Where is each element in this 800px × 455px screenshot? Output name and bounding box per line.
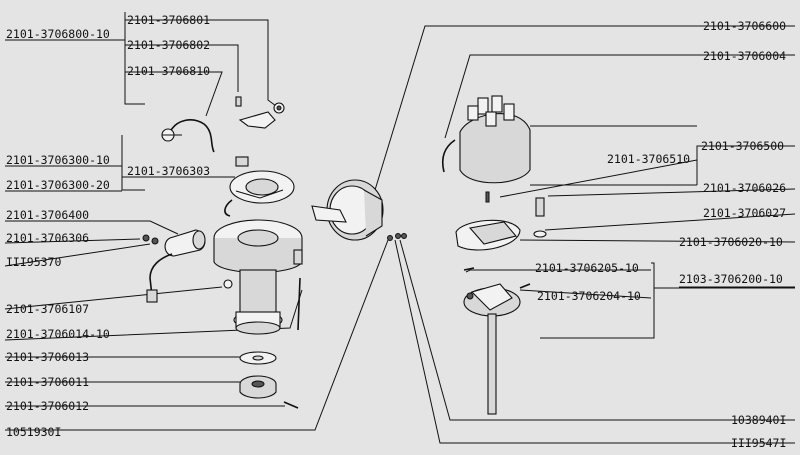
- leader-lines-left: [4, 12, 389, 431]
- label-2101-3706300-20: 2101-3706300-20: [6, 178, 110, 192]
- label-III9547I: III9547I: [731, 436, 786, 450]
- label-2103-3706200-10: 2103-3706200-10: [679, 272, 783, 286]
- label-2101-3706026: 2101-3706026: [703, 181, 786, 195]
- label-2101-3706303: 2101-3706303: [127, 164, 210, 178]
- label-2101-3706800-10: 2101-3706800-10: [6, 27, 110, 41]
- label-2101-3706204-10: 2101-3706204-10: [537, 289, 641, 303]
- label-2101-3706107: 2101-3706107: [6, 302, 89, 316]
- label-III95370: III95370: [6, 255, 61, 269]
- distributor-body-illustration: [213, 219, 303, 335]
- label-2101-3706013: 2101-3706013: [6, 350, 89, 364]
- label-1051930I: 1051930I: [6, 425, 61, 439]
- label-2101-3706020-10: 2101-3706020-10: [679, 235, 783, 249]
- label-2101-3706500: 2101-3706500: [701, 139, 784, 153]
- vacuum-regulator-illustration: [311, 179, 407, 241]
- contact-parts-illustration: [161, 96, 285, 153]
- label-2101-3706004: 2101-3706004: [703, 49, 786, 63]
- label-1038940I: 1038940I: [731, 413, 786, 427]
- label-2101-3706300-10: 2101-3706300-10: [6, 153, 110, 167]
- label-2101-3706802: 2101-3706802: [127, 38, 210, 52]
- label-2101-3706510: 2101-3706510: [607, 152, 690, 166]
- label-2101-3706600: 2101-3706600: [703, 19, 786, 33]
- breaker-plate-illustration: [224, 156, 295, 217]
- label-2101-3706306: 2101-3706306: [6, 231, 89, 245]
- label-2101-3706027: 2101-3706027: [703, 206, 786, 220]
- label-2101-3706014-10: 2101-3706014-10: [6, 327, 110, 341]
- label-2101-3706012: 2101-3706012: [6, 399, 89, 413]
- rotor-illustration: [455, 197, 547, 251]
- centrifugal-regulator-illustration: [463, 267, 531, 415]
- leader-lines-right: [374, 25, 796, 444]
- label-2101-3706801: 2101-3706801: [127, 13, 210, 27]
- capacitor-illustration: [142, 229, 206, 303]
- distributor-cap-illustration: [441, 95, 531, 203]
- label-2101-3706205-10: 2101-3706205-10: [535, 261, 639, 275]
- label-2101-3706400: 2101-3706400: [6, 208, 89, 222]
- label-2101-3706011: 2101-3706011: [6, 375, 89, 389]
- washers-illustration: [239, 351, 299, 409]
- label-2101-3706810: 2101-3706810: [127, 64, 210, 78]
